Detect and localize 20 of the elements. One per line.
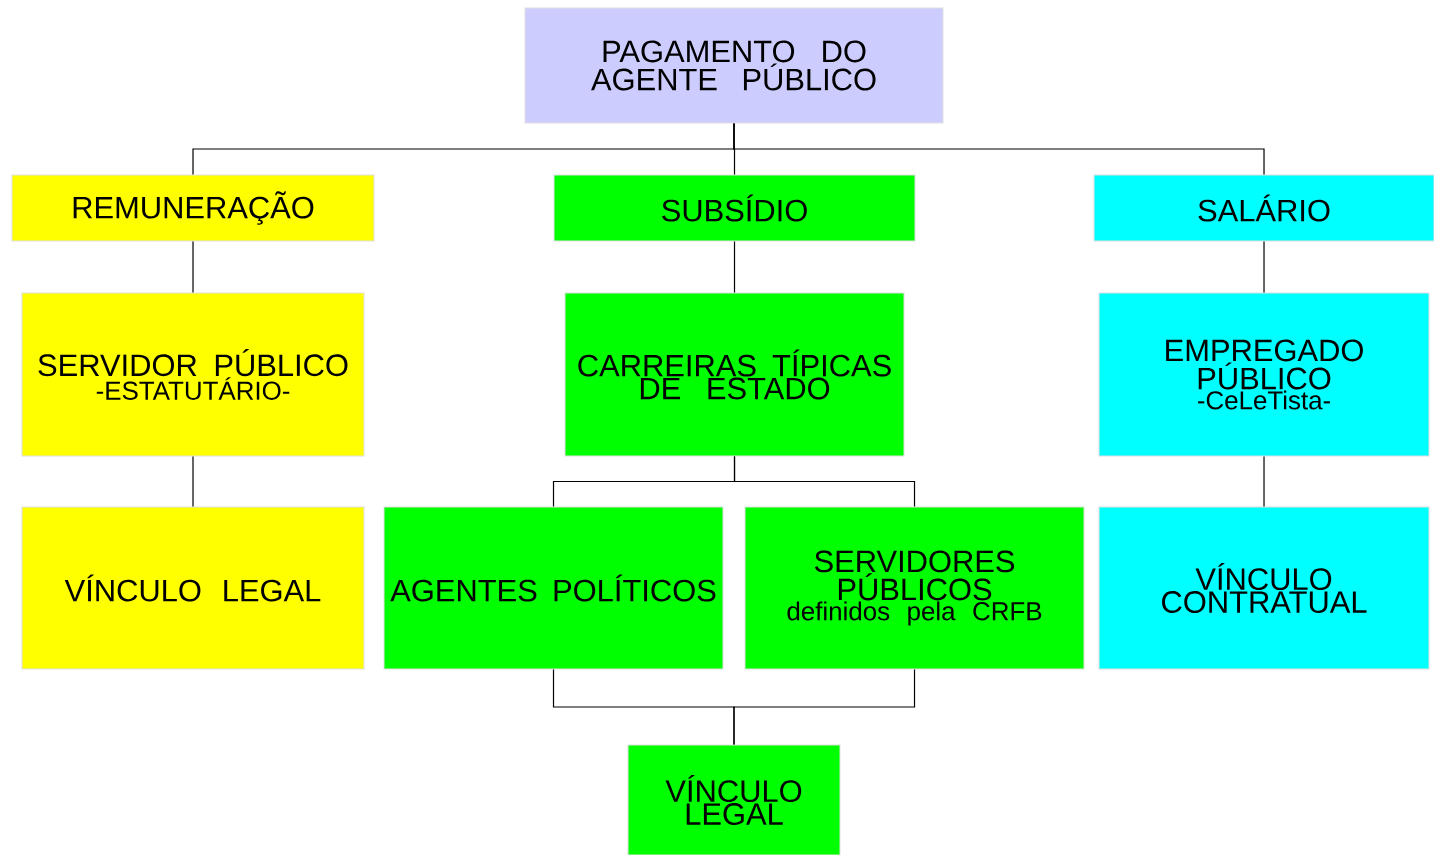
connector	[192, 455, 194, 508]
org-box: SERVIDOR PÚBLICO -ESTATUTÁRIO-	[21, 292, 365, 457]
connector	[733, 240, 736, 294]
connector	[1263, 455, 1265, 508]
connector	[733, 668, 916, 746]
connector	[1263, 240, 1265, 294]
org-box: EMPREGADO PÚBLICO -CeLeTista-	[1098, 292, 1430, 457]
org-box: PAGAMENTO DO AGENTE PÚBLICO	[524, 7, 944, 124]
org-box: VÍNCULO LEGAL	[627, 744, 841, 855]
org-box: AGENTES POLÍTICOS	[383, 506, 724, 670]
org-box: SERVIDORES PÚBLICOS definidos pela CRFB	[744, 506, 1085, 670]
org-box: CARREIRAS TÍPICAS DE ESTADO	[564, 292, 905, 457]
connector	[733, 122, 1265, 176]
connector	[733, 455, 916, 508]
org-box: VÍNCULO CONTRATUAL	[1098, 506, 1430, 670]
org-box: SALÁRIO	[1093, 174, 1434, 242]
org-box: SUBSÍDIO	[553, 174, 916, 242]
org-box: REMUNERAÇÃO	[11, 174, 375, 242]
org-box: VÍNCULO LEGAL	[21, 506, 365, 670]
connector	[192, 240, 194, 294]
